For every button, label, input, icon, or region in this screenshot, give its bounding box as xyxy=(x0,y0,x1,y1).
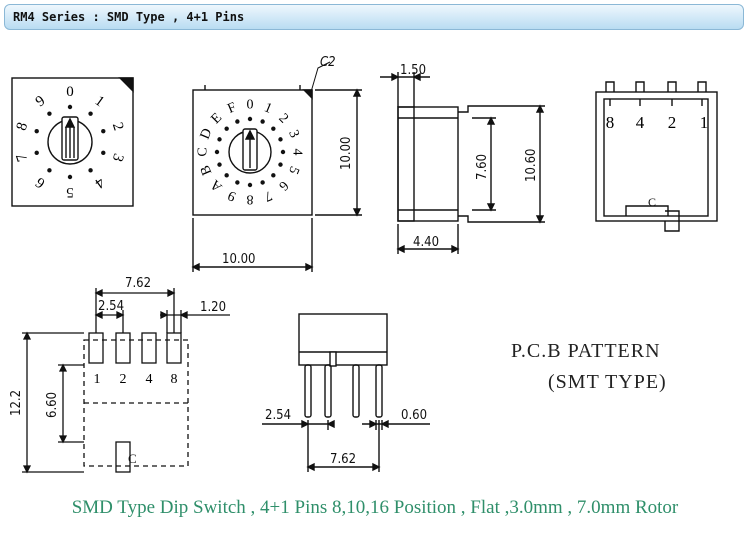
dial16-label-A: A xyxy=(207,176,225,194)
pcb-pattern-title: P.C.B PATTERN xyxy=(511,340,661,362)
dim-pcb-inner: 6.60 xyxy=(45,392,60,418)
dial16-dot-7 xyxy=(260,180,265,185)
dim-pins-pitch: 2.54 xyxy=(265,408,291,423)
dim-pcb-height: 12.2 xyxy=(9,390,24,416)
dim-pins-width: 0.60 xyxy=(401,408,427,423)
common-label-bottom-view: C xyxy=(648,195,656,209)
caption: SMD Type Dip Switch , 4+1 Pins 8,10,16 P… xyxy=(71,497,679,518)
dial10-dot-0 xyxy=(67,104,73,110)
pin-top-2: 2 xyxy=(668,113,677,132)
dim-side-inner: 7.60 xyxy=(475,154,490,180)
dial16-label-0: 0 xyxy=(247,98,254,113)
dial16-label-8: 8 xyxy=(247,192,254,207)
dial16-dot-6 xyxy=(271,173,276,178)
dial16-label-5: 5 xyxy=(285,164,302,176)
dial10-label-0: 0 xyxy=(66,84,74,100)
dial16-dot-2 xyxy=(271,126,276,131)
pins-front-view xyxy=(262,313,430,472)
dial16-label-3: 3 xyxy=(285,128,302,140)
dial-10-position xyxy=(11,77,134,207)
pin-top-8: 8 xyxy=(606,113,615,132)
header-bar: RM4 Series : SMD Type , 4+1 Pins xyxy=(4,4,744,30)
bottom-view xyxy=(595,81,718,232)
pin-pcb-8: 8 xyxy=(171,372,178,387)
dial10-dot-8 xyxy=(34,128,39,134)
dial16-label-1: 1 xyxy=(262,100,274,117)
dim-pins-total: 7.62 xyxy=(330,452,356,467)
dial-16-position xyxy=(191,61,362,272)
dial16-dot-8 xyxy=(247,182,253,188)
dim-pcb-pad: 1.20 xyxy=(200,300,226,315)
dial16-dot-B xyxy=(217,162,222,167)
common-label-pcb: C xyxy=(128,451,137,466)
dial10-label-2: 2 xyxy=(109,121,127,133)
pin-pcb-1: 1 xyxy=(94,372,101,387)
dial10-dot-9 xyxy=(47,111,52,116)
dial10-dot-2 xyxy=(101,128,106,134)
dial16-dot-C xyxy=(214,149,220,155)
dial16-dot-9 xyxy=(235,180,240,185)
pin-labels-bottom-view: 8 4 2 1 xyxy=(606,113,709,132)
dial10-dot-3 xyxy=(101,150,106,156)
dim-side-top: 1.50 xyxy=(400,63,426,78)
dial16-label-6: 6 xyxy=(275,177,291,193)
dial16-dot-3 xyxy=(278,137,283,142)
pin-pcb-4: 4 xyxy=(146,372,153,387)
dim-side-bottom: 4.40 xyxy=(413,235,439,250)
dial10-dot-4 xyxy=(88,168,93,173)
pcb-pattern xyxy=(22,288,230,474)
pcb-pattern-subtitle: (SMT TYPE) xyxy=(548,371,667,393)
dim-pcb-pitch: 2.54 xyxy=(98,299,124,314)
pin-labels-pcb: 1 2 4 8 xyxy=(94,372,178,387)
side-view xyxy=(380,72,545,254)
dial10-label-7: 7 xyxy=(14,151,32,164)
dial16-dot-F xyxy=(235,119,240,124)
dial10-label-5: 5 xyxy=(66,184,74,200)
dial10-label-8: 8 xyxy=(14,121,32,133)
dial16-label-9: 9 xyxy=(226,187,238,204)
dial10-label-1: 1 xyxy=(92,93,107,110)
pin-top-4: 4 xyxy=(636,113,645,132)
dial10-label-6: 6 xyxy=(32,173,48,191)
dial16-dot-4 xyxy=(280,149,286,155)
dial16-dot-E xyxy=(224,126,229,131)
dial10-label-3: 3 xyxy=(109,151,127,163)
pin-top-1: 1 xyxy=(700,113,709,132)
pin-pcb-2: 2 xyxy=(120,372,127,387)
dial16-dot-D xyxy=(217,137,222,142)
dial16-label-E: E xyxy=(208,110,225,127)
dial16-label-C: C xyxy=(196,147,211,156)
dial10-dot-6 xyxy=(47,168,52,173)
corner-label: C2 xyxy=(320,55,336,70)
dim-top-width: 10.00 xyxy=(222,252,255,267)
dial10-dot-5 xyxy=(67,174,73,180)
dial16-dot-A xyxy=(224,173,229,178)
dial10-dot-7 xyxy=(34,150,39,156)
dim-side-height: 10.60 xyxy=(524,149,539,182)
dial16-label-2: 2 xyxy=(275,111,291,127)
dial10-label-9: 9 xyxy=(33,93,48,110)
dial16-dot-0 xyxy=(247,116,253,122)
dial16-label-7: 7 xyxy=(262,187,274,204)
dial16-dot-1 xyxy=(260,119,265,124)
dim-top-height: 10.00 xyxy=(339,137,354,170)
dim-pcb-pitch-total: 7.62 xyxy=(125,276,151,291)
dial16-dot-5 xyxy=(278,162,283,167)
dial10-dot-1 xyxy=(88,111,93,116)
dial16-label-4: 4 xyxy=(290,149,305,156)
dial10-label-4: 4 xyxy=(91,174,107,192)
dial16-label-D: D xyxy=(198,126,216,141)
dial16-label-B: B xyxy=(198,163,215,177)
header-title: RM4 Series : SMD Type , 4+1 Pins xyxy=(13,10,245,24)
dial16-label-F: F xyxy=(226,100,239,117)
